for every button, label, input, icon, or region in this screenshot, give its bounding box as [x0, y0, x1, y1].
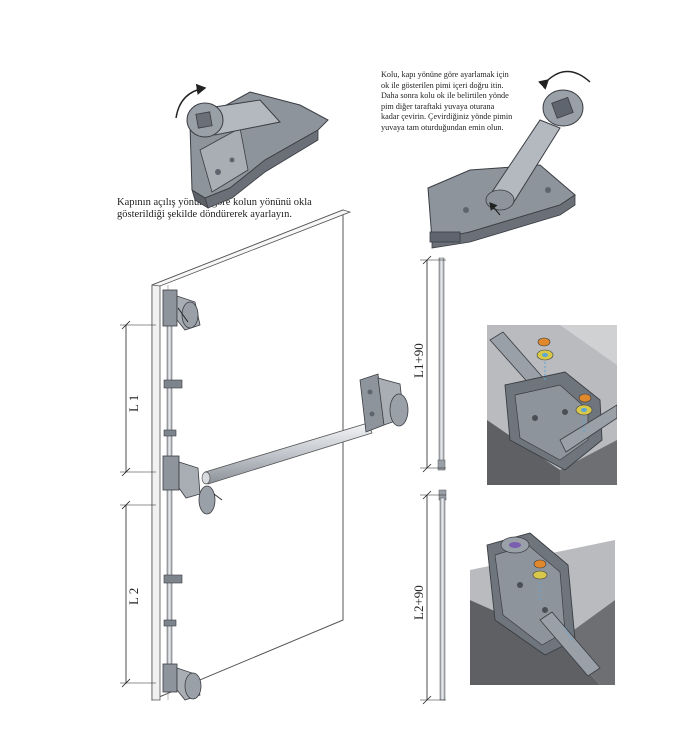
door-panel: [151, 209, 352, 701]
push-bar-end-bracket: [359, 373, 409, 433]
l1-plus-90-label: L1+90: [411, 343, 426, 378]
dimension-l1: L 1: [120, 320, 156, 477]
detail-top-latch-assembly: [487, 325, 617, 485]
l2-label: L 2: [126, 588, 141, 605]
bottom-latch: [162, 663, 202, 701]
top-latch: [162, 289, 201, 331]
l1-label: L 1: [126, 395, 141, 412]
rod-l1-plus-90: L1+90: [411, 255, 446, 473]
lever-mechanism-left: [175, 83, 329, 209]
dimension-l2: L 2: [120, 500, 156, 688]
rod-guides: [163, 379, 183, 627]
detail-bottom-latch-assembly: [470, 525, 615, 685]
pin-adjust-caption: Kolu, kapı yönüne göre ayarlamak için ok…: [381, 70, 513, 132]
center-lock: [162, 455, 223, 515]
lever-mechanism-right: [427, 70, 591, 249]
l2-plus-90-label: L2+90: [411, 585, 426, 620]
rod-l2-plus-90: L2+90: [411, 489, 447, 705]
push-bar: [201, 422, 373, 485]
